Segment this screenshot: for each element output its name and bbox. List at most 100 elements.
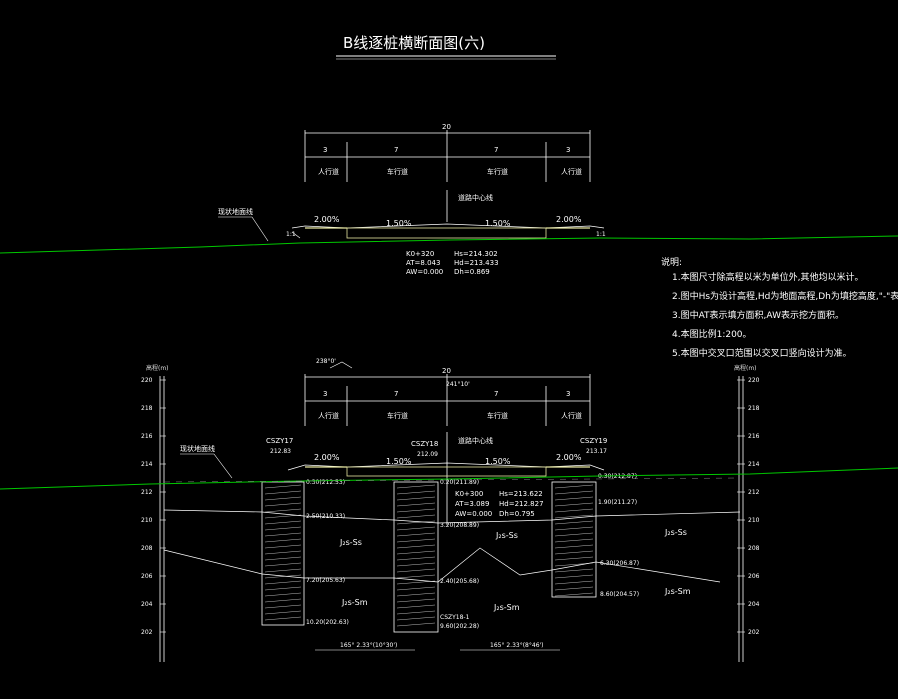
top-seg1-label: 人行道 (318, 167, 339, 176)
borehole-hatch (264, 520, 302, 525)
bottom-seg3-label: 车行道 (487, 411, 508, 420)
bottom-grade-3: 1.50% (485, 457, 511, 466)
left-tick-label: 216 (141, 433, 153, 440)
borehole-hatch (396, 532, 436, 537)
layer-l-2: 7.20(205.63) (306, 577, 345, 584)
note-4: 4.本图比例1:200。 (672, 328, 752, 340)
layer-r-0: 0.30(212.87) (598, 473, 637, 480)
bottom-seg3-width: 7 (494, 390, 498, 398)
bottom-station-1: AT=3.089 (455, 500, 489, 508)
right-tick-label: 220 (748, 377, 760, 384)
left-tick-label: 220 (141, 377, 153, 384)
stratum-boundary-lower (163, 547, 721, 583)
right-tick-label: 216 (748, 433, 760, 440)
bottom-seg2-label: 车行道 (387, 411, 408, 420)
top-grade-1: 2.00% (314, 215, 340, 224)
layer-l-0: 0.30(212.53) (306, 479, 345, 486)
right-tick-label: 202 (748, 629, 760, 636)
bottom-seg4-label: 人行道 (561, 411, 582, 420)
borehole-17-id: CSZY17 (266, 437, 293, 445)
top-hs: Hs=214.302 (454, 250, 498, 258)
left-tick-label: 202 (141, 629, 153, 636)
layer-r-2: 6.30(206.87) (600, 560, 639, 567)
top-station-2: AW=0.000 (406, 268, 443, 276)
top-seg3-label: 车行道 (487, 167, 508, 176)
borehole-hatch (396, 484, 436, 489)
layer-m-0: 0.20(211.89) (440, 479, 479, 486)
top-total-width: 20 (442, 123, 451, 131)
borehole-hatch (264, 604, 302, 609)
borehole-hatch (264, 502, 302, 507)
borehole-hatch (396, 604, 436, 609)
borehole-hatch (264, 568, 302, 573)
bottom-dim-1: 165° 2.33°(10°30') (340, 642, 397, 649)
borehole-hatch (396, 496, 436, 501)
borehole-hatch (554, 520, 594, 525)
borehole-18-column (393, 481, 439, 633)
borehole-19-column (551, 481, 597, 598)
top-centerline-label: 道路中心线 (458, 193, 493, 202)
borehole-hatch (554, 538, 594, 543)
borehole-hatch (396, 562, 436, 567)
bottom-seg4-width: 3 (566, 390, 570, 398)
borehole-hatch (264, 598, 302, 603)
borehole-hatch (264, 508, 302, 513)
left-tick-label: 206 (141, 573, 153, 580)
top-ratio-right: 1:1 (596, 231, 606, 238)
drawing-title: B线逐桩横断面图(六) (343, 34, 485, 52)
borehole-hatch (264, 610, 302, 615)
note-5: 5.本图中交叉口范围以交叉口竖向设计为准。 (672, 347, 852, 359)
borehole-hatch (554, 532, 594, 537)
bottom-centerline-label: 道路中心线 (458, 436, 493, 445)
borehole-18-elev: 212.09 (417, 451, 438, 458)
layer-r-3: 8.60(204.57) (600, 591, 639, 598)
top-grade-2: 1.50% (386, 219, 412, 228)
borehole-hatch (264, 556, 302, 561)
left-tick-label: 204 (141, 601, 153, 608)
layer-m-2: 2.40(205.68) (440, 578, 479, 585)
layer-l-3: 10.20(202.63) (306, 619, 349, 626)
stratum-2: J₂s-Ss (495, 531, 518, 540)
borehole-hatch (264, 574, 302, 579)
borehole-hatch (264, 496, 302, 501)
right-tick-label: 212 (748, 489, 760, 496)
top-seg4-label: 人行道 (561, 167, 582, 176)
borehole-hatch (264, 592, 302, 597)
borehole-hatch (396, 592, 436, 597)
stratum-boundary-upper (163, 509, 741, 524)
bottom-seg1-label: 人行道 (318, 411, 339, 420)
top-grade-4: 2.00% (556, 215, 582, 224)
borehole-18-id: CSZY18 (411, 440, 438, 448)
left-axis-label: 高程(m) (146, 364, 169, 372)
borehole-hatch (554, 496, 594, 501)
borehole-hatch (554, 556, 594, 561)
angle-top-left: 238°0' (316, 358, 336, 365)
right-tick-label: 204 (748, 601, 760, 608)
right-axis-label: 高程(m) (734, 364, 757, 372)
bottom-station-0: K0+300 (455, 490, 483, 498)
borehole-hatch (554, 490, 594, 495)
top-ratio-left: 1:1 (286, 231, 296, 238)
borehole-hatch (396, 586, 436, 591)
borehole-hatch (396, 574, 436, 579)
top-hd: Hd=213.433 (454, 259, 499, 267)
borehole-hatch (264, 538, 302, 543)
borehole-hatch (554, 568, 594, 573)
borehole-hatch (554, 580, 594, 585)
borehole-hatch (554, 544, 594, 549)
top-grade-3: 1.50% (485, 219, 511, 228)
bottom-seg1-width: 3 (323, 390, 327, 398)
borehole-hatch (554, 484, 594, 489)
left-tick-label: 214 (141, 461, 153, 468)
left-tick-label: 212 (141, 489, 153, 496)
right-tick-label: 214 (748, 461, 760, 468)
top-seg1-width: 3 (323, 146, 327, 154)
borehole-hatch (396, 568, 436, 573)
layer-m-3: CSZY18-1 (440, 614, 470, 621)
borehole-hatch (396, 616, 436, 621)
borehole-hatch (396, 610, 436, 615)
note-3: 3.图中AT表示填方面积,AW表示挖方面积。 (672, 309, 844, 321)
right-tick-label: 208 (748, 545, 760, 552)
